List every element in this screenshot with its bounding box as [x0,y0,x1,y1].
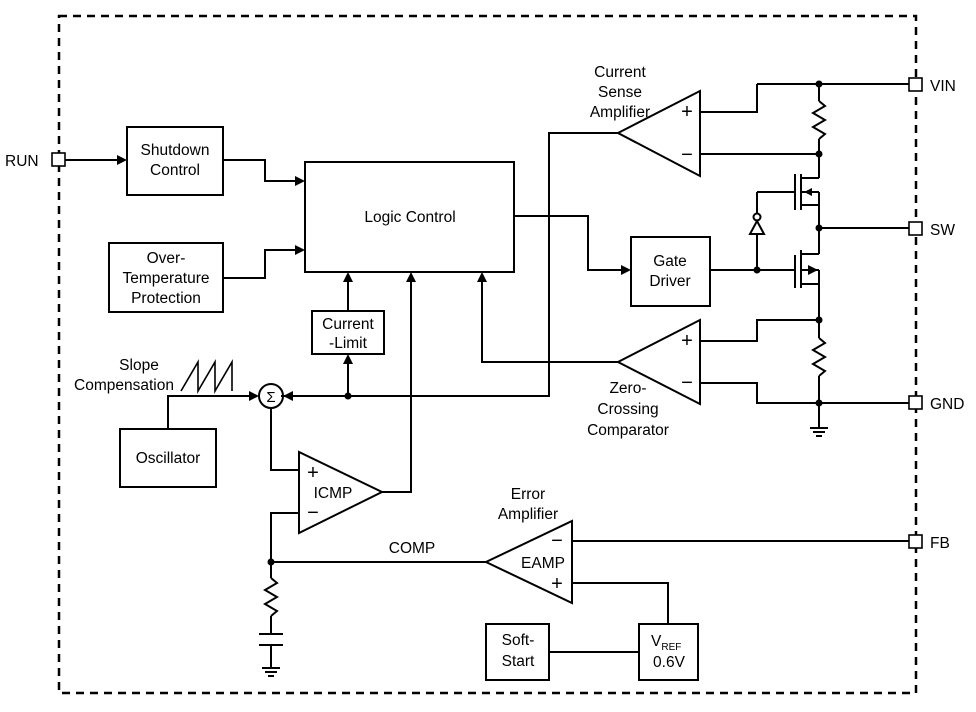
over-temperature-line1: Over- [147,250,186,267]
error-amp-label-line2: Amplifier [498,506,558,523]
junction-gnd [815,399,823,407]
arrow-icmp-logic [406,272,416,282]
summing-node: Σ [258,383,284,409]
csa-label-line3: Amplifier [590,104,650,121]
zero-crossing-comparator: + − [615,318,701,406]
vref-symbol: VREF [651,633,681,653]
wire-osc-summer [167,395,251,429]
wire-vref-eamp [572,582,669,624]
slope-comp-line1: Slope [119,357,159,374]
ground-icon-gnd [810,427,828,437]
eamp-minus: − [551,530,563,552]
icmp-minus: − [307,502,319,524]
icmp-plus: + [307,462,319,484]
junction-gate [753,266,761,274]
wire-zcc-minus [700,382,909,404]
low-side-mosfet [794,250,820,288]
zcc-label-line2: Crossing [597,401,658,418]
pin-gnd-label: GND [930,396,964,413]
chip-boundary [57,14,918,695]
eamp-plus: + [551,573,563,595]
arrow-osc-summer [249,391,259,401]
slope-comp-line2: Compensation [74,377,174,394]
error-amp-label-line1: Error [511,486,545,503]
shutdown-control-block: Shutdown Control [126,126,224,196]
sense-resistor-high [811,100,827,140]
csa-minus: − [681,144,693,166]
wire-logic-gatedriver [514,215,623,271]
logic-control-block: Logic Control [304,161,515,273]
csa-label-line2: Sense [598,84,642,101]
oscillator-block: Oscillator [119,428,217,488]
arrow-currentlimit-logic [343,272,353,282]
inverter-icon [748,218,766,235]
wire-csa-out [281,132,618,397]
csa-plus: + [681,101,693,123]
summer-symbol: Σ [266,389,275,406]
current-limit-line2: -Limit [329,335,368,352]
pin-fb-label: FB [930,535,950,552]
arrow-logic-gatedriver [621,265,631,275]
zcc-minus: − [681,372,693,394]
current-sense-amplifier: + − [615,89,701,178]
arrow-zcc-logic [477,272,487,282]
vref-block: VREF 0.6V [638,623,699,681]
oscillator-label: Oscillator [136,450,201,467]
current-limit-block: Current -Limit [311,310,385,355]
pin-fb: FB [908,534,950,552]
gate-driver-line1: Gate [653,253,687,270]
pin-gnd: GND [908,395,964,413]
icmp-label: ICMP [314,485,353,502]
comp-resistor [263,577,279,617]
over-temperature-line2: Temperature [122,270,209,287]
junction-currentlimit [344,392,352,400]
csa-label-line1: Current [594,64,646,81]
pin-vin: VIN [908,77,956,95]
vref-value: 0.6V [653,654,686,671]
soft-start-block: Soft- Start [485,623,550,681]
pin-run: RUN [5,152,66,170]
wire-shutdown-logic [223,159,297,182]
eamp-label: EAMP [521,555,565,572]
wire-csa-plus [700,84,758,113]
arrow-overtemp-logic [295,245,305,255]
wire-zcc-logic [481,280,618,363]
high-side-mosfet [757,174,820,210]
shutdown-control-line2: Control [150,162,200,179]
sawtooth-icon [180,359,233,394]
wire-summer-icmp [270,408,299,471]
error-amplifier: − + EAMP [483,519,573,605]
soft-start-line1: Soft- [502,632,535,649]
icmp-comparator: + − ICMP [298,450,385,535]
sense-resistor-low [811,337,827,377]
comp-label: COMP [389,540,436,557]
zcc-label-line1: Zero- [609,380,646,397]
arrow-currentlimit [343,354,353,364]
zcc-plus: + [681,330,693,352]
wire-overtemp-logic [223,249,297,279]
arrow-run [117,155,127,165]
zcc-label-line3: Comparator [587,422,669,439]
arrow-csa-summer [283,391,293,401]
pin-sw: SW [908,221,955,239]
pin-run-label: RUN [5,153,39,170]
pin-vin-label: VIN [930,78,956,95]
over-temperature-block: Over- Temperature Protection [108,242,224,313]
wire-comp-icmp [270,512,299,562]
soft-start-line2: Start [502,653,535,670]
gate-driver-block: Gate Driver [630,236,711,307]
arrow-shutdown-logic [295,176,305,186]
logic-control-label: Logic Control [364,209,455,226]
ground-icon [262,667,280,677]
wire-zcc-plus [700,319,819,342]
shutdown-control-line1: Shutdown [141,142,210,159]
wire-icmp-logic [382,280,412,493]
over-temperature-line3: Protection [131,290,201,307]
current-limit-line1: Current [322,316,374,333]
pin-sw-label: SW [930,222,955,239]
gate-driver-line2: Driver [649,273,690,290]
